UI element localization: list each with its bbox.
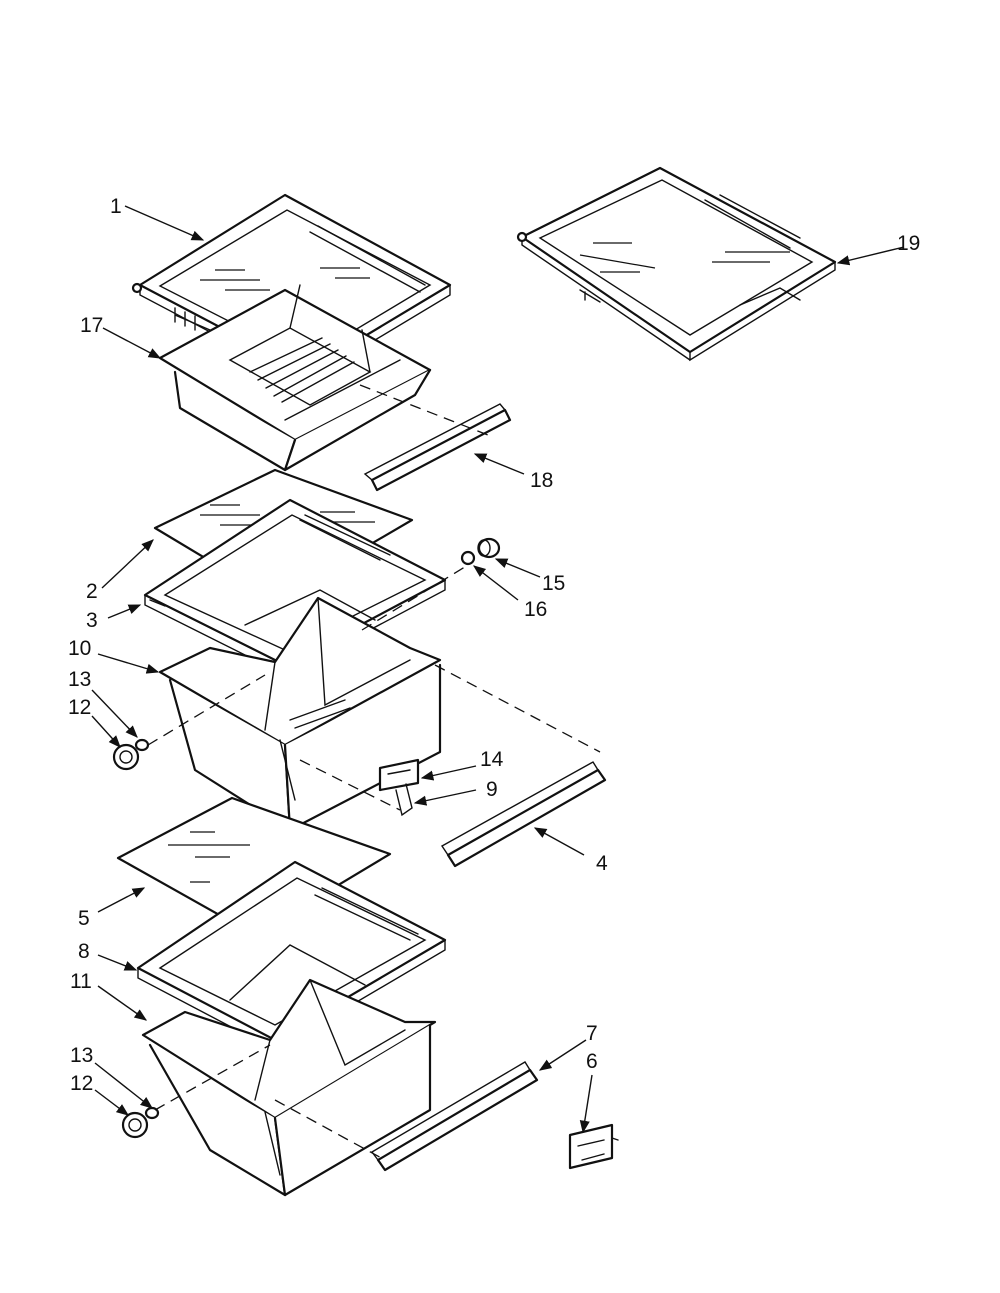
alignment-lines [147,384,601,1161]
roller-assembly-lower [121,1106,160,1139]
bushing-16 [460,550,476,566]
callout-10: 10 [68,637,91,660]
middle-drawer-10 [158,596,442,832]
callout-16: 16 [524,598,547,621]
callout-18: 18 [530,469,553,492]
callout-5: 5 [78,907,90,930]
callout-19: 19 [897,232,920,255]
leader-lines [91,205,905,1134]
callout-4: 4 [596,852,608,875]
callout-2: 2 [86,580,98,603]
callout-7: 7 [586,1022,598,1045]
rail-18 [363,403,512,492]
clip-6 [568,1123,619,1170]
rail-7 [370,1061,539,1172]
upper-drawer-17 [158,284,432,472]
callout-1: 1 [110,195,122,218]
roller-assembly-upper [112,738,150,771]
clip-14-9 [378,758,420,817]
callout-14: 14 [480,748,504,771]
callout-11: 11 [70,970,92,993]
callout-17: 17 [80,314,103,337]
callout-3: 3 [86,609,98,632]
roller-15 [477,537,501,559]
callout-13-lower: 13 [70,1044,93,1067]
callout-15: 15 [542,572,565,595]
callout-9: 9 [486,778,498,801]
callout-8: 8 [78,940,90,963]
callout-6: 6 [586,1050,598,1073]
callout-13-upper: 13 [68,668,91,691]
callout-labels: 1 19 17 18 2 15 3 16 10 13 12 14 9 4 5 8… [68,195,920,1095]
rail-4 [440,761,607,868]
glass-shelf-19 [516,166,837,362]
lower-drawer-11 [141,978,437,1197]
glass-panel-5 [116,796,392,937]
callout-12-upper: 12 [68,696,91,719]
callout-12-lower: 12 [70,1072,93,1095]
